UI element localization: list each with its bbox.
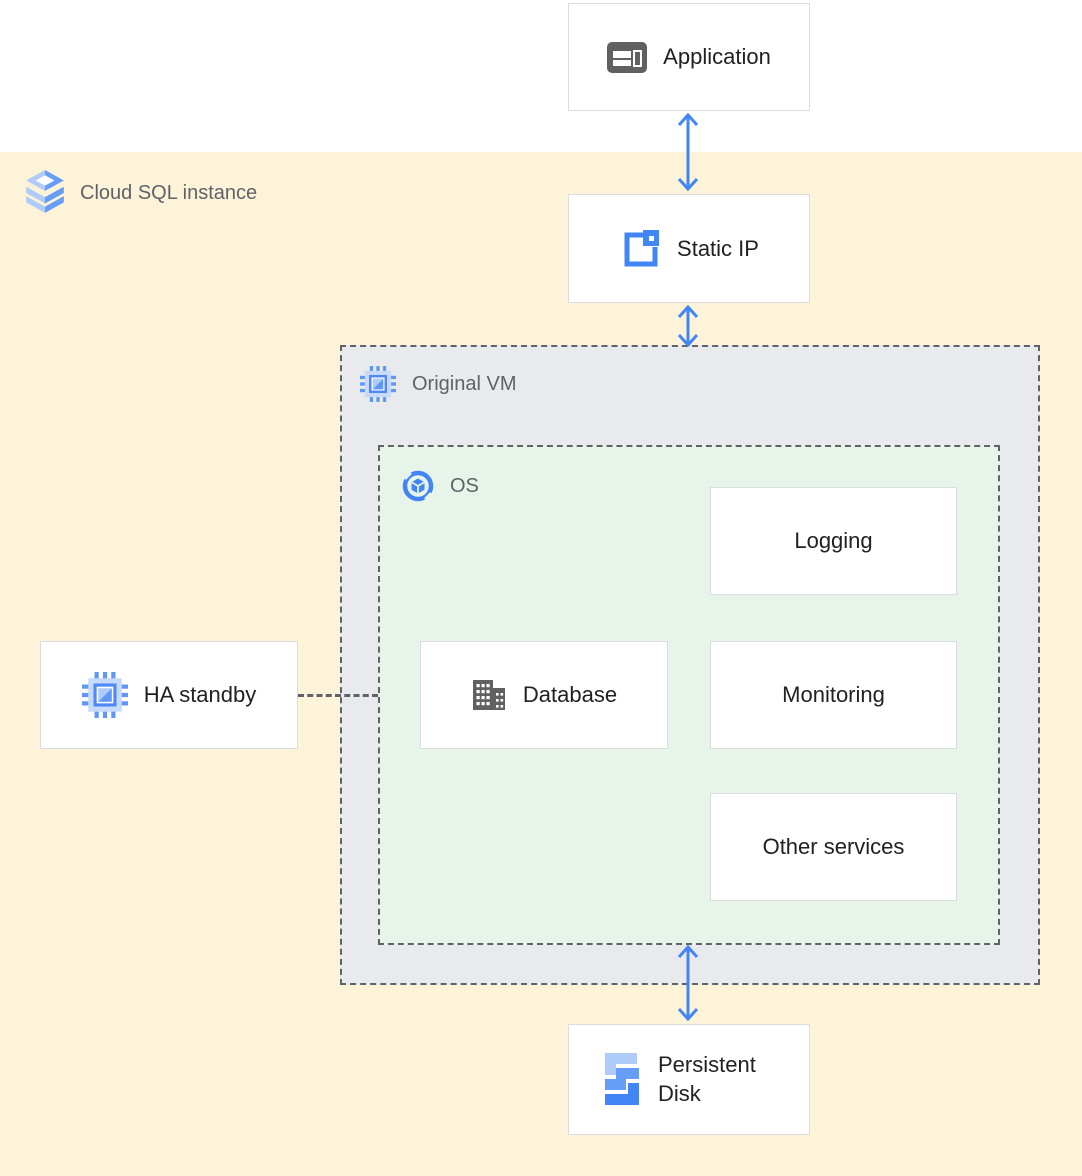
ha-standby-label: HA standby [143,682,257,707]
cloud-sql-icon [26,170,64,216]
application-label: Application [663,44,771,69]
compute-engine-icon [81,672,128,718]
os-label-group: OS [402,470,479,502]
node-application: Application [568,3,810,111]
cloud-sql-instance-label-group: Cloud SQL instance [26,170,257,216]
arrow-vm-disk [674,944,702,1022]
original-vm-label-group: Original VM [360,366,516,402]
node-database: Database [420,641,668,749]
node-ha-standby: HA standby [40,641,298,749]
persistent-disk-icon [602,1052,642,1107]
node-monitoring: Monitoring [710,641,957,749]
persistent-disk-label: Persistent Disk [658,1051,756,1106]
static-ip-label: Static IP [677,235,759,261]
node-logging: Logging [710,487,957,595]
static-ip-icon [619,228,661,270]
cloud-sql-instance-label: Cloud SQL instance [80,181,258,204]
compute-engine-icon [360,366,396,402]
arrow-staticip-vm [674,305,702,347]
monitoring-label: Monitoring [782,682,885,707]
database-icon [471,677,507,713]
original-vm-label: Original VM [412,372,517,395]
node-persistent-disk: Persistent Disk [568,1024,810,1135]
logging-label: Logging [794,528,873,553]
node-other-services: Other services [710,793,957,901]
os-icon [402,470,434,502]
database-label: Database [522,682,618,707]
arrow-application-staticip [674,112,702,192]
other-services-label: Other services [762,834,905,859]
node-static-ip: Static IP [568,194,810,303]
ha-standby-connector [298,694,378,697]
os-label: OS [450,474,479,497]
application-icon [607,41,648,73]
